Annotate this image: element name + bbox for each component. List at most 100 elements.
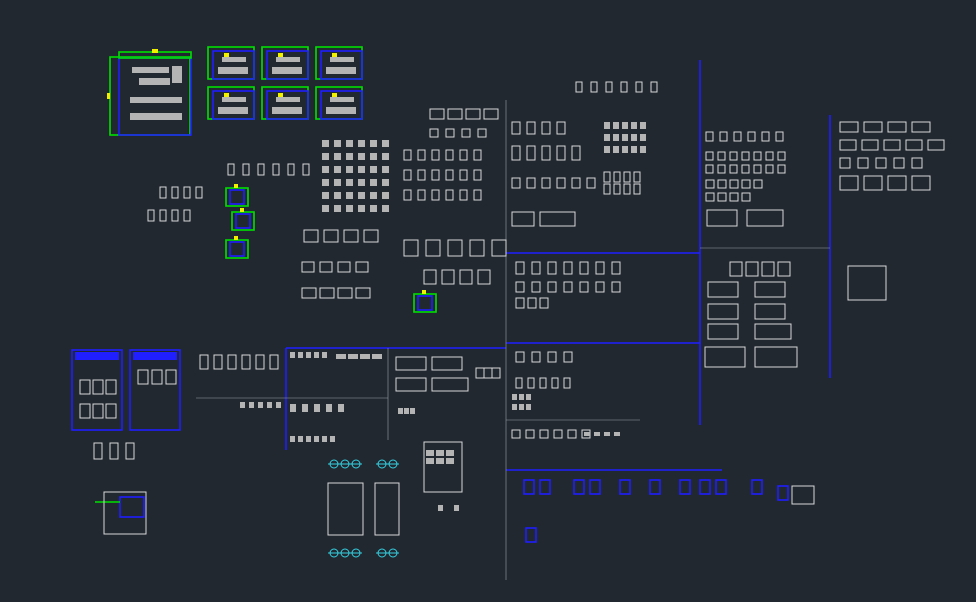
component-block — [398, 408, 403, 414]
component-block — [753, 164, 762, 174]
component-block — [165, 369, 177, 385]
component-block — [322, 192, 329, 199]
component-block — [640, 134, 646, 141]
component-block — [584, 432, 590, 436]
component-block — [382, 179, 389, 186]
component-block — [346, 205, 353, 212]
component-block — [338, 404, 344, 412]
component-block — [242, 163, 250, 176]
component-block — [753, 179, 763, 189]
component-block — [403, 239, 419, 257]
component-block — [370, 179, 377, 186]
component-block — [595, 281, 605, 293]
component-block — [355, 287, 371, 299]
component-block — [887, 121, 907, 133]
component-block — [322, 140, 329, 147]
main-panel-drawing[interactable] — [107, 49, 192, 136]
component-block — [358, 205, 365, 212]
component-block — [551, 377, 559, 389]
component-block — [105, 379, 117, 395]
component-block — [775, 131, 784, 142]
sub-panel-bar — [326, 107, 356, 114]
component-block — [525, 429, 535, 439]
component-block — [147, 209, 155, 222]
component-block — [705, 151, 714, 161]
blue-component — [589, 479, 601, 495]
sub-panel-grid — [207, 46, 363, 120]
blue-component — [523, 479, 535, 495]
component-block — [614, 432, 620, 436]
component-block — [483, 108, 499, 120]
component-block — [911, 175, 931, 191]
component-block — [473, 149, 482, 161]
component-block — [719, 131, 728, 142]
component-block — [631, 122, 637, 129]
component-block — [595, 261, 605, 275]
blue-component — [525, 527, 537, 543]
component-block — [459, 189, 468, 201]
sub-panel-bar — [276, 97, 300, 102]
component-block — [527, 377, 535, 389]
component-block — [526, 121, 536, 135]
component-block — [337, 287, 353, 299]
marker — [422, 290, 426, 294]
component-block — [761, 131, 770, 142]
component-block — [431, 189, 440, 201]
component-block — [729, 261, 743, 277]
component-block — [631, 146, 637, 153]
component-block — [887, 175, 907, 191]
sub-panel-frame — [207, 86, 255, 120]
sub-panel-border — [266, 90, 309, 120]
component-block — [267, 402, 272, 408]
component-block — [515, 261, 525, 275]
component-block — [322, 153, 329, 160]
divider-lines — [196, 60, 831, 580]
component-block — [556, 145, 566, 161]
component-block — [183, 209, 191, 222]
component-block — [927, 139, 945, 151]
component-block — [717, 192, 727, 202]
component-block — [258, 402, 263, 408]
component-block — [370, 205, 377, 212]
component-block — [306, 436, 311, 442]
component-block — [623, 183, 631, 195]
component-block — [631, 134, 637, 141]
component-block — [511, 145, 521, 161]
component-block — [745, 261, 759, 277]
component-block — [563, 261, 573, 275]
component-block — [92, 379, 104, 395]
component-block — [515, 377, 523, 389]
enclosure-drawings[interactable] — [71, 349, 181, 535]
component-block — [539, 297, 549, 309]
component-block — [911, 157, 923, 169]
component-block — [125, 442, 135, 460]
component-block — [594, 432, 600, 436]
sub-panel-border — [320, 50, 363, 80]
component-block — [611, 281, 621, 293]
component-block — [857, 157, 869, 169]
component-block — [605, 81, 613, 93]
component-block — [426, 450, 434, 456]
component-block — [590, 81, 598, 93]
component-block — [491, 367, 501, 379]
cabinet-outlines[interactable] — [327, 209, 887, 536]
component-block — [436, 450, 444, 456]
component-block — [382, 140, 389, 147]
marker — [278, 53, 283, 57]
component-block — [436, 458, 444, 464]
component-block — [403, 189, 412, 201]
component-block — [459, 149, 468, 161]
component-block — [303, 229, 319, 243]
component-block — [511, 121, 521, 135]
blue-component — [649, 479, 661, 495]
component-block — [515, 297, 525, 309]
component-block — [382, 153, 389, 160]
component-block — [526, 177, 536, 189]
sub-panel-bar — [272, 67, 302, 74]
component-block — [705, 179, 715, 189]
component-block — [79, 379, 91, 395]
component-block — [473, 169, 482, 181]
component-block — [404, 408, 409, 414]
component-block — [241, 354, 251, 370]
